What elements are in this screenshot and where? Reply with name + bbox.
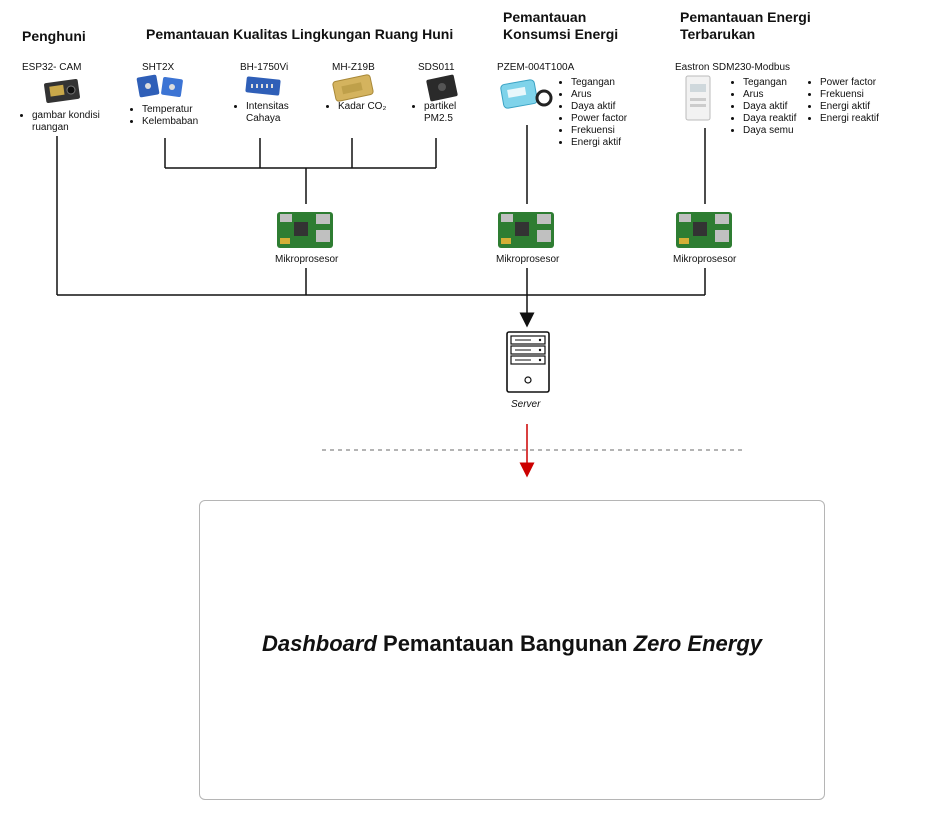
bullet-item: Daya aktif xyxy=(571,101,627,113)
processor-label-3: Mikroprosesor xyxy=(673,254,737,265)
dashboard-title: Dashboard Pemantauan Bangunan Zero Energ… xyxy=(200,631,824,657)
esp32-cam-icon xyxy=(44,78,80,104)
heading-terbarukan: Pemantauan Energi Terbarukan xyxy=(680,9,811,42)
dashboard-box: Dashboard Pemantauan Bangunan Zero Energ… xyxy=(199,500,825,800)
sensor-name-mhz19b: MH-Z19B xyxy=(332,62,375,73)
bullet-item: Frekuensi xyxy=(820,89,879,101)
bullet-item: Intensitas Cahaya xyxy=(246,101,316,125)
raspberry-pi-icon xyxy=(498,212,554,248)
bullet-item: Kelembaban xyxy=(142,116,198,128)
bullets-mhz19b: Kadar CO₂ xyxy=(328,101,386,113)
bullets-eastron-b: Power factor Frekuensi Energi aktif Ener… xyxy=(810,77,879,125)
processor-label-1: Mikroprosesor xyxy=(275,254,339,265)
server-label: Server xyxy=(511,399,541,410)
heading-penghuni: Penghuni xyxy=(22,28,86,44)
raspberry-pi-icon xyxy=(277,212,333,248)
bullet-item: Energi aktif xyxy=(820,101,879,113)
sht2x-sensor-icon xyxy=(136,74,183,98)
bh1750-sensor-icon xyxy=(245,76,281,96)
bullet-item: Daya aktif xyxy=(743,101,796,113)
bullet-item: Power factor xyxy=(820,77,879,89)
sensor-name-esp32: ESP32- CAM xyxy=(22,62,82,73)
bullets-bh1750: Intensitas Cahaya xyxy=(236,101,316,125)
bullets-sht2x: Temperatur Kelembaban xyxy=(132,104,198,128)
bullets-pzem: Tegangan Arus Daya aktif Power factor Fr… xyxy=(561,77,627,149)
bullet-item: Temperatur xyxy=(142,104,198,116)
raspberry-pi-icon xyxy=(676,212,732,248)
sensor-name-bh1750: BH-1750Vi xyxy=(240,62,289,73)
bullet-item: Daya reaktif xyxy=(743,113,796,125)
mhz19b-sensor-icon xyxy=(332,74,374,102)
bullets-esp32: gambar kondisi ruangan xyxy=(22,110,122,134)
sds011-sensor-icon xyxy=(426,74,458,102)
bullets-sds011: partikel PM2.5 xyxy=(414,101,484,125)
dashboard-title-italic-2: Zero Energy xyxy=(633,631,762,656)
heading-kualitas: Pemantauan Kualitas Lingkungan Ruang Hun… xyxy=(146,26,454,42)
bullet-item: Frekuensi xyxy=(571,125,627,137)
dashboard-title-middle: Pemantauan Bangunan xyxy=(376,631,634,656)
bullet-item: Power factor xyxy=(571,113,627,125)
sensor-name-pzem: PZEM-004T100A xyxy=(497,62,575,73)
pzem-meter-icon xyxy=(500,79,553,109)
server-icon xyxy=(506,331,550,393)
bullet-item: Kadar CO₂ xyxy=(338,101,386,113)
bullet-item: Energi aktif xyxy=(571,137,627,149)
bullets-eastron-a: Tegangan Arus Daya aktif Daya reaktif Da… xyxy=(733,77,796,137)
bullet-item: partikel PM2.5 xyxy=(424,101,484,125)
bullet-item: Tegangan xyxy=(743,77,796,89)
bullet-item: Arus xyxy=(571,89,627,101)
sensor-name-sht2x: SHT2X xyxy=(142,62,175,73)
sensor-name-eastron: Eastron SDM230-Modbus xyxy=(675,62,791,73)
bullet-item: Arus xyxy=(743,89,796,101)
eastron-meter-icon xyxy=(685,75,711,121)
dashboard-title-italic-1: Dashboard xyxy=(261,631,377,656)
bullet-item: Energi reaktif xyxy=(820,113,879,125)
processor-label-2: Mikroprosesor xyxy=(496,254,560,265)
heading-konsumsi: Pemantauan Konsumsi Energi xyxy=(503,9,619,42)
bullet-item: Tegangan xyxy=(571,77,627,89)
sensor-name-sds011: SDS011 xyxy=(418,62,455,73)
bullet-item: gambar kondisi ruangan xyxy=(32,110,122,134)
bullet-item: Daya semu xyxy=(743,125,796,137)
